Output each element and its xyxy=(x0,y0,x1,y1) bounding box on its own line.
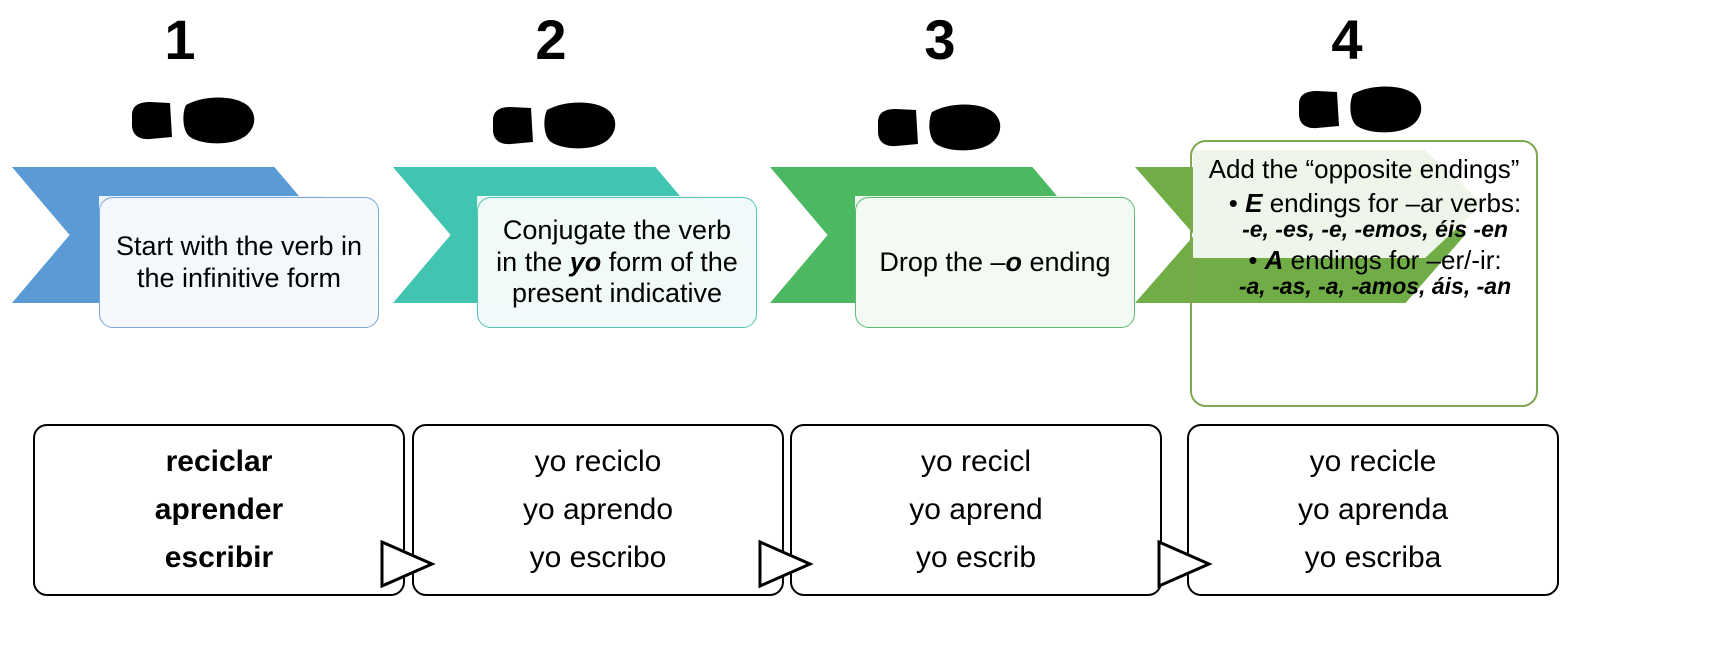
erir-lead-letter: A xyxy=(1264,244,1284,275)
example-box-subjunctive[interactable]: yo recicle yo aprenda yo escriba xyxy=(1187,424,1559,596)
step-number-3: 3 xyxy=(924,8,956,71)
triangle-arrow-right-icon-3 xyxy=(1155,538,1213,590)
step-card-4-title: Add the “opposite endings” xyxy=(1208,154,1520,184)
example-line: yo recicl xyxy=(920,445,1032,478)
step-card-3[interactable]: Drop the –o ending xyxy=(855,197,1135,328)
ar-endings-text: -e, -es, -e, -emos, éis -en xyxy=(1242,216,1508,243)
footprint-icon-4 xyxy=(1293,82,1425,138)
bullet-dot-icon: • xyxy=(1228,188,1238,219)
example-line: yo escribo xyxy=(529,541,667,574)
example-box-stem[interactable]: yo recicl yo aprend yo escrib xyxy=(790,424,1162,596)
example-line: reciclar xyxy=(165,445,273,478)
erir-rule-text: endings for –er/-ir: xyxy=(1283,244,1502,275)
triangle-arrow-right-icon-2 xyxy=(756,538,814,590)
footprint-icon-1 xyxy=(126,93,258,149)
footprint-icon-2 xyxy=(487,98,619,154)
example-box-infinitive[interactable]: reciclar aprender escribir xyxy=(33,424,405,596)
example-line: yo escriba xyxy=(1304,541,1442,574)
example-line: yo aprenda xyxy=(1297,493,1449,526)
example-line: yo reciclo xyxy=(534,445,662,478)
endings-list-item-ar: • E endings for –ar verbs: -e, -es, -e, … xyxy=(1228,188,1522,243)
step-card-1-text: Start with the verb in the infinitive fo… xyxy=(115,230,363,293)
step-card-2-text: Conjugate the verb in the yo form of the… xyxy=(496,214,738,309)
example-box-yo-form[interactable]: yo reciclo yo aprendo yo escribo xyxy=(412,424,784,596)
ar-lead-letter: E xyxy=(1245,188,1263,219)
endings-list-item-erir: • A endings for –er/-ir: -a, -as, -a, -a… xyxy=(1228,245,1522,300)
step-number-1: 1 xyxy=(164,8,196,71)
example-line: yo aprendo xyxy=(522,493,674,526)
step-card-4[interactable]: Add the “opposite endings” • E endings f… xyxy=(1190,140,1538,407)
example-line: aprender xyxy=(154,493,284,526)
ar-rule-text: endings for –ar verbs: xyxy=(1262,188,1522,219)
example-line: yo escrib xyxy=(915,541,1037,574)
erir-endings-text: -a, -as, -a, -amos, áis, -an xyxy=(1238,273,1512,300)
example-line: escribir xyxy=(164,541,274,574)
step-number-4: 4 xyxy=(1331,8,1363,71)
endings-list: • E endings for –ar verbs: -e, -es, -e, … xyxy=(1206,188,1522,300)
step-card-2[interactable]: Conjugate the verb in the yo form of the… xyxy=(477,197,757,328)
step-card-3-text: Drop the –o ending xyxy=(879,246,1111,277)
example-line: yo recicle xyxy=(1309,445,1437,478)
bullet-dot-icon-2: • xyxy=(1248,244,1258,275)
step-number-2: 2 xyxy=(535,8,567,71)
footprint-icon-3 xyxy=(872,100,1004,156)
triangle-arrow-right-icon-1 xyxy=(378,538,436,590)
step-card-1[interactable]: Start with the verb in the infinitive fo… xyxy=(99,197,379,328)
example-line: yo aprend xyxy=(909,493,1043,526)
